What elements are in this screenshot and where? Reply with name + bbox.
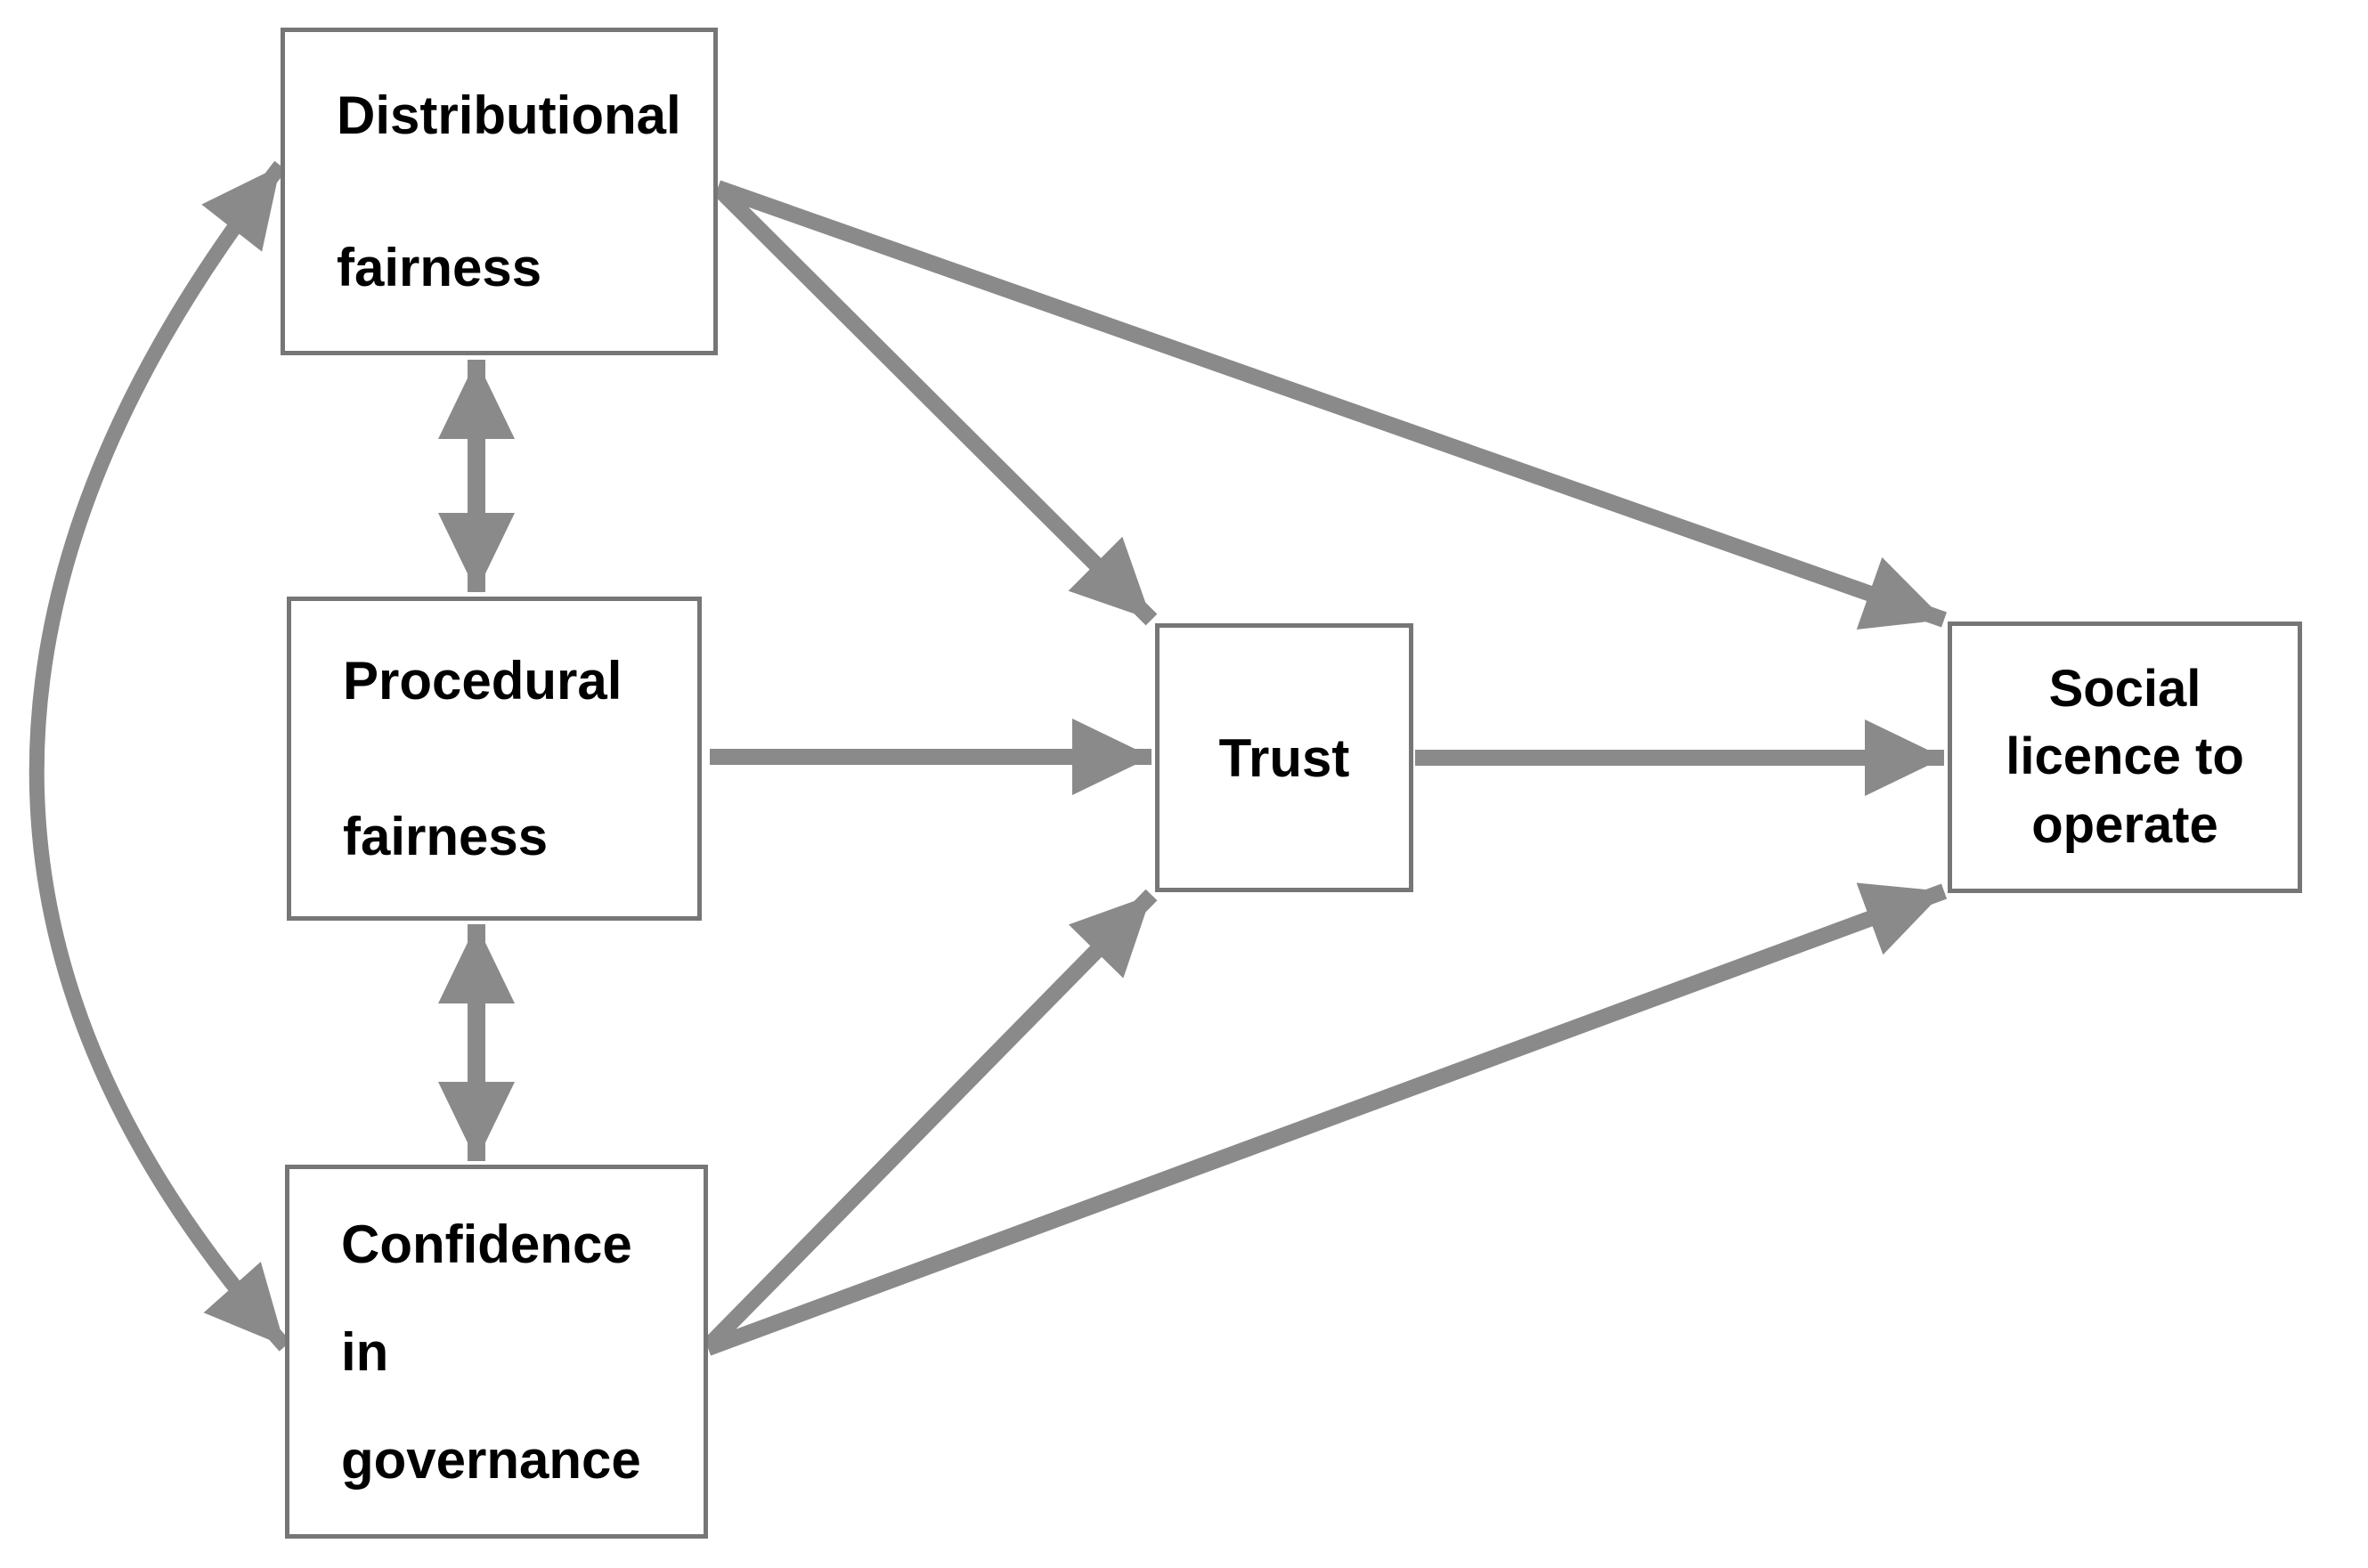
node-label-line: Social — [2048, 659, 2201, 718]
node-social-licence-to-operate: Social licence to operate — [1948, 622, 2302, 893]
node-label-line: Confidence — [341, 1214, 632, 1274]
node-label-line: Trust — [1218, 727, 1350, 788]
node-label-line: fairness — [337, 238, 542, 297]
node-label-line: governance — [341, 1429, 641, 1490]
node-distributional-fairness: Distributional fairness — [281, 28, 718, 355]
node-label-line: operate — [2031, 795, 2218, 854]
node-procedural-fairness: Procedural fairness — [287, 597, 702, 921]
node-confidence-in-governance: Confidence in governance — [285, 1165, 708, 1539]
edge-confidence-trust-arrow — [702, 889, 1158, 1353]
edge-distributional-confidence-curved-double-arrow — [28, 160, 291, 1352]
edge-confidence-slo-arrow — [704, 882, 1948, 1356]
node-label-line: fairness — [343, 807, 549, 866]
node-label-line: in — [341, 1321, 389, 1382]
edge-distributional-slo-arrow — [715, 180, 1947, 630]
node-label-line: Procedural — [343, 651, 623, 711]
node-label-line: Distributional — [337, 85, 681, 145]
edge-distributional-trust-arrow — [712, 182, 1158, 626]
node-label-line: licence to — [2006, 727, 2244, 786]
node-trust: Trust — [1155, 623, 1413, 892]
